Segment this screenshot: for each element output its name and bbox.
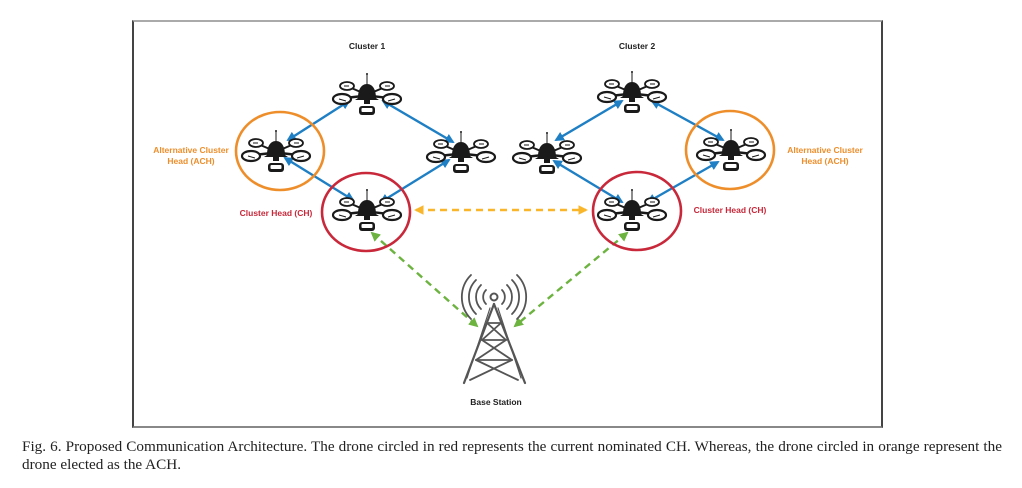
ch-label-left: Cluster Head (CH)	[240, 208, 313, 218]
link-c1-ach-ch	[283, 156, 355, 202]
cluster-1-links	[283, 99, 455, 204]
link-c2-ach-ch	[646, 160, 720, 204]
ach-label-left-line2: Head (ACH)	[167, 156, 214, 166]
drone-icon-c1-ach	[240, 128, 312, 174]
link-c2-left-ch	[552, 159, 624, 204]
ch-label-right: Cluster Head (CH)	[694, 205, 767, 215]
link-c2-top-ach	[650, 99, 725, 142]
link-c1-top-ach	[286, 99, 351, 142]
cluster-1-label: Cluster 1	[349, 41, 386, 51]
figure-caption: Fig. 6. Proposed Communication Architect…	[22, 438, 1002, 473]
ach-label-right-line1: Alternative Cluster	[787, 145, 863, 155]
drone-icon-c2-top	[596, 69, 668, 115]
ach-circle-cluster-1	[234, 110, 326, 192]
cluster-2-links	[552, 99, 725, 204]
ach-circle-cluster-2	[684, 109, 776, 191]
ach-label-left-line1: Alternative Cluster	[153, 145, 229, 155]
link-ch2-to-base	[513, 231, 629, 328]
ach-label-right-line2: Head (ACH)	[801, 156, 848, 166]
base-station-tower-icon	[461, 274, 527, 385]
cluster-2-label: Cluster 2	[619, 41, 656, 51]
drone-icon-c2-ch	[596, 187, 668, 233]
link-c1-right-ch	[379, 158, 451, 204]
drone-icon-c2-left	[511, 130, 583, 176]
drone-icon-c1-top	[331, 71, 403, 117]
drone-icon-c2-ach	[695, 127, 767, 173]
link-c2-top-left	[554, 99, 624, 142]
ch-circle-cluster-2	[591, 170, 683, 252]
base-station-label: Base Station	[470, 397, 522, 407]
link-c1-top-right	[381, 99, 455, 144]
ch-circle-cluster-1	[320, 171, 412, 253]
